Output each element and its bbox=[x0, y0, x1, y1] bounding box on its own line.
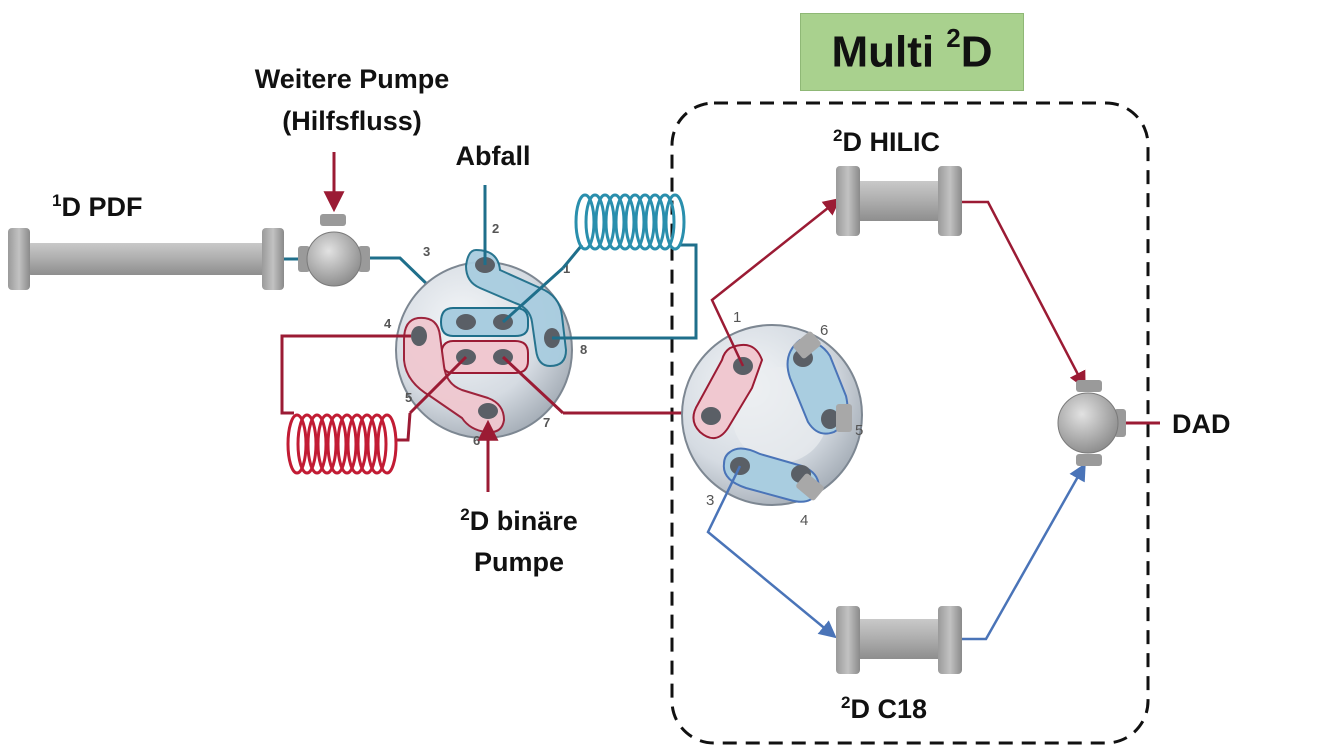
hilic-label: 2D HILIC bbox=[833, 126, 940, 157]
valve8-port-4: 4 bbox=[384, 316, 392, 331]
blue-sample-loop bbox=[552, 193, 698, 340]
binary-pump-label-line1: 2D binäre bbox=[460, 505, 578, 536]
detector-tee bbox=[1057, 380, 1126, 466]
valve8-port-5: 5 bbox=[405, 390, 412, 405]
valve8-port-1: 1 bbox=[563, 261, 570, 276]
valve8-port-2: 2 bbox=[492, 221, 499, 236]
valve6-port-6: 6 bbox=[820, 322, 828, 339]
valve8-port-7: 7 bbox=[543, 415, 550, 430]
detector-label: DAD bbox=[1172, 409, 1231, 439]
hilic-to-tee-line bbox=[962, 200, 1086, 390]
hilic-column bbox=[836, 166, 962, 236]
c18-to-tee-line bbox=[962, 462, 1086, 641]
aux-pump-tee bbox=[298, 214, 370, 287]
valve8-port-8: 8 bbox=[580, 342, 587, 357]
title-suffix: D bbox=[960, 27, 993, 77]
multi-2d-title: Multi 2D bbox=[831, 23, 993, 78]
c18-column bbox=[836, 606, 962, 674]
first-dim-label: 1D PDF bbox=[52, 191, 142, 222]
c18-label: 2D C18 bbox=[841, 693, 927, 724]
first-dimension-column bbox=[8, 228, 284, 290]
title-superscript: 2 bbox=[946, 22, 961, 53]
six-port-valve bbox=[681, 324, 863, 506]
valve6-port-4: 4 bbox=[800, 512, 808, 529]
red-sample-loop bbox=[280, 334, 412, 475]
waste-label: Abfall bbox=[455, 141, 530, 171]
title-prefix: Multi bbox=[831, 27, 947, 77]
aux-pump-label-line2: (Hilfsfluss) bbox=[282, 106, 422, 136]
multi-2d-title-box: Multi 2D bbox=[800, 13, 1024, 91]
valve6-port-3: 3 bbox=[706, 492, 714, 509]
valve8-port-3: 3 bbox=[423, 244, 430, 259]
valve6-to-hilic-line bbox=[710, 197, 841, 367]
valve8-port-6: 6 bbox=[473, 433, 480, 448]
multi-2d-dashed-region bbox=[670, 101, 1150, 745]
binary-pump-label-line2: Pumpe bbox=[474, 547, 564, 577]
valve6-to-c18-line bbox=[706, 465, 837, 639]
eight-port-valve bbox=[395, 185, 573, 439]
valve6-port-1: 1 bbox=[733, 309, 741, 326]
valve6-port-5: 5 bbox=[855, 422, 863, 439]
aux-pump-label-line1: Weitere Pumpe bbox=[255, 64, 450, 94]
